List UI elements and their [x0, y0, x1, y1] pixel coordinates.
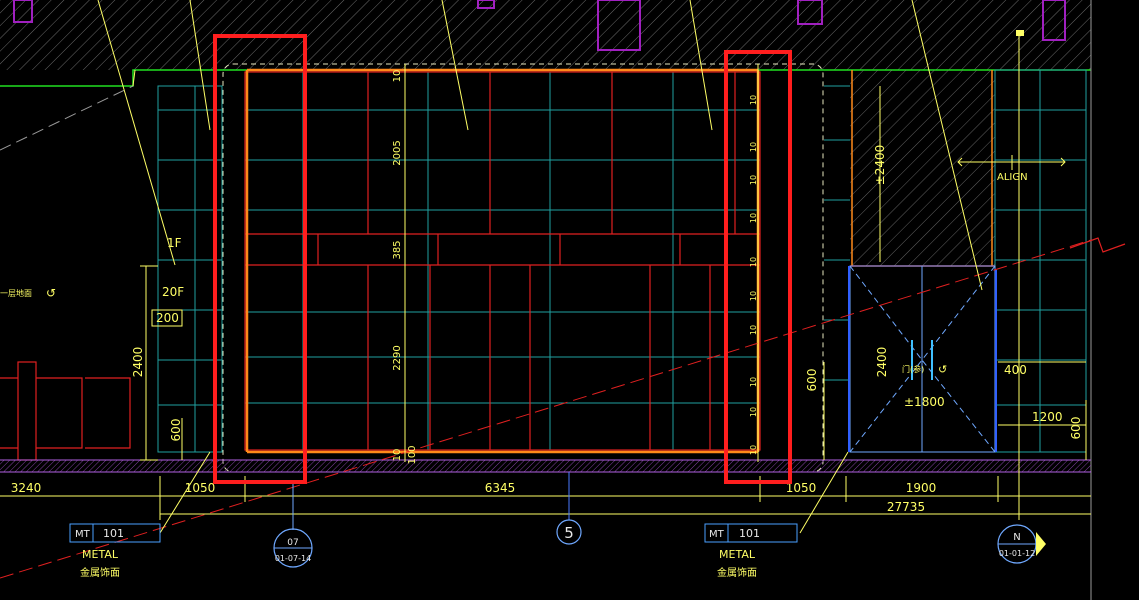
ref-dashed-line [0, 85, 134, 151]
dim-left-sill: 600 [169, 419, 183, 442]
bottom-dim-total: 27735 [887, 500, 925, 514]
dim-door-width: ±1800 [904, 395, 945, 409]
center-dimension-chain [404, 64, 759, 462]
dim-1200: 1200 [1032, 410, 1063, 424]
right-wall [824, 69, 1087, 453]
section-right-top: N [1013, 532, 1020, 543]
align-marker [957, 155, 1066, 170]
door-note-arc: ↺ [938, 363, 947, 376]
bottom-dim-4: 1050 [786, 481, 817, 495]
tag-left-code: MT [75, 529, 91, 540]
highlight-box-left [213, 34, 307, 484]
svg-text:10: 10 [749, 213, 758, 223]
svg-text:10: 10 [749, 325, 758, 335]
structure-blocks [13, 0, 1066, 51]
dim-upper-panel: 2005 [392, 140, 403, 165]
align-label: ALIGN [997, 172, 1028, 183]
left-wall-grid [157, 85, 223, 453]
leader-lines [97, 0, 1020, 520]
section-marker-right: N 01-01-12 [997, 30, 1046, 564]
svg-text:10: 10 [749, 142, 758, 152]
dim-top-gap: 10 [392, 70, 403, 83]
tag-right-num: 101 [739, 527, 760, 540]
tag-leaders [159, 451, 849, 534]
dim-left-height: 2400 [131, 347, 145, 378]
dim-600-far-right: 600 [1069, 417, 1083, 440]
svg-text:10: 10 [749, 445, 758, 455]
glass-door [848, 265, 997, 453]
svg-text:10: 10 [749, 407, 758, 417]
bottom-dim-1: 3240 [11, 481, 42, 495]
material-tag-left: MT 101 METAL 金属饰面 [69, 523, 161, 579]
section-left-top: 07 [287, 538, 298, 548]
floor [0, 459, 1091, 473]
svg-text:10: 10 [749, 175, 758, 185]
svg-text:10: 10 [749, 291, 758, 301]
tag-left-material-cn: 金属饰面 [80, 566, 120, 579]
tag-right-material: METAL [719, 548, 756, 561]
dim-left-200: 200 [156, 311, 179, 325]
left-dimensions [140, 265, 183, 461]
svg-text:10: 10 [749, 257, 758, 267]
central-panel [222, 63, 824, 473]
dim-400: 400 [1004, 363, 1027, 377]
svg-text:10: 10 [749, 377, 758, 387]
left-cut-arc: ↺ [46, 286, 56, 300]
level-20f: 20F [162, 285, 184, 299]
door-note: 门(参) [902, 364, 924, 374]
ceiling-slab [0, 0, 1091, 70]
grid-axis-marker: 5 [556, 472, 582, 545]
break-line [1069, 237, 1126, 253]
dim-lower-panel: 2290 [392, 345, 403, 370]
bottom-dim-2: 1050 [185, 481, 216, 495]
tag-right-material-cn: 金属饰面 [717, 566, 757, 579]
section-left-bottom: 01-07-14 [275, 554, 311, 563]
material-tag-right: MT 101 METAL 金属饰面 [704, 523, 798, 579]
highlight-box-right [724, 50, 792, 484]
dim-band: 385 [392, 240, 403, 259]
section-marker-left: 07 01-07-14 [273, 480, 313, 568]
left-railing [0, 361, 131, 461]
right-dimension-lines [823, 86, 1087, 460]
right-chain-ticks: 10 10 10 10 10 10 10 10 10 10 [749, 95, 758, 455]
tag-left-num: 101 [103, 527, 124, 540]
section-cut-line [0, 239, 1092, 579]
svg-text:10: 10 [749, 95, 758, 105]
dim-door-height: 2400 [875, 347, 889, 378]
bottom-dim-3: 6345 [485, 481, 516, 495]
tag-right-code: MT [709, 529, 725, 540]
left-cut-note: 一层地面 [0, 288, 32, 298]
section-right-bottom: 01-01-12 [999, 549, 1035, 558]
grid-axis-label: 5 [564, 524, 574, 542]
dim-bottom-gap: 10 [392, 449, 403, 462]
tag-left-material: METAL [82, 548, 119, 561]
level-1f: 1F [167, 236, 182, 250]
dim-bottom-offset: 100 [407, 445, 418, 464]
dim-sill-600-right: 600 [805, 369, 819, 392]
bottom-dim-5: 1900 [906, 481, 937, 495]
